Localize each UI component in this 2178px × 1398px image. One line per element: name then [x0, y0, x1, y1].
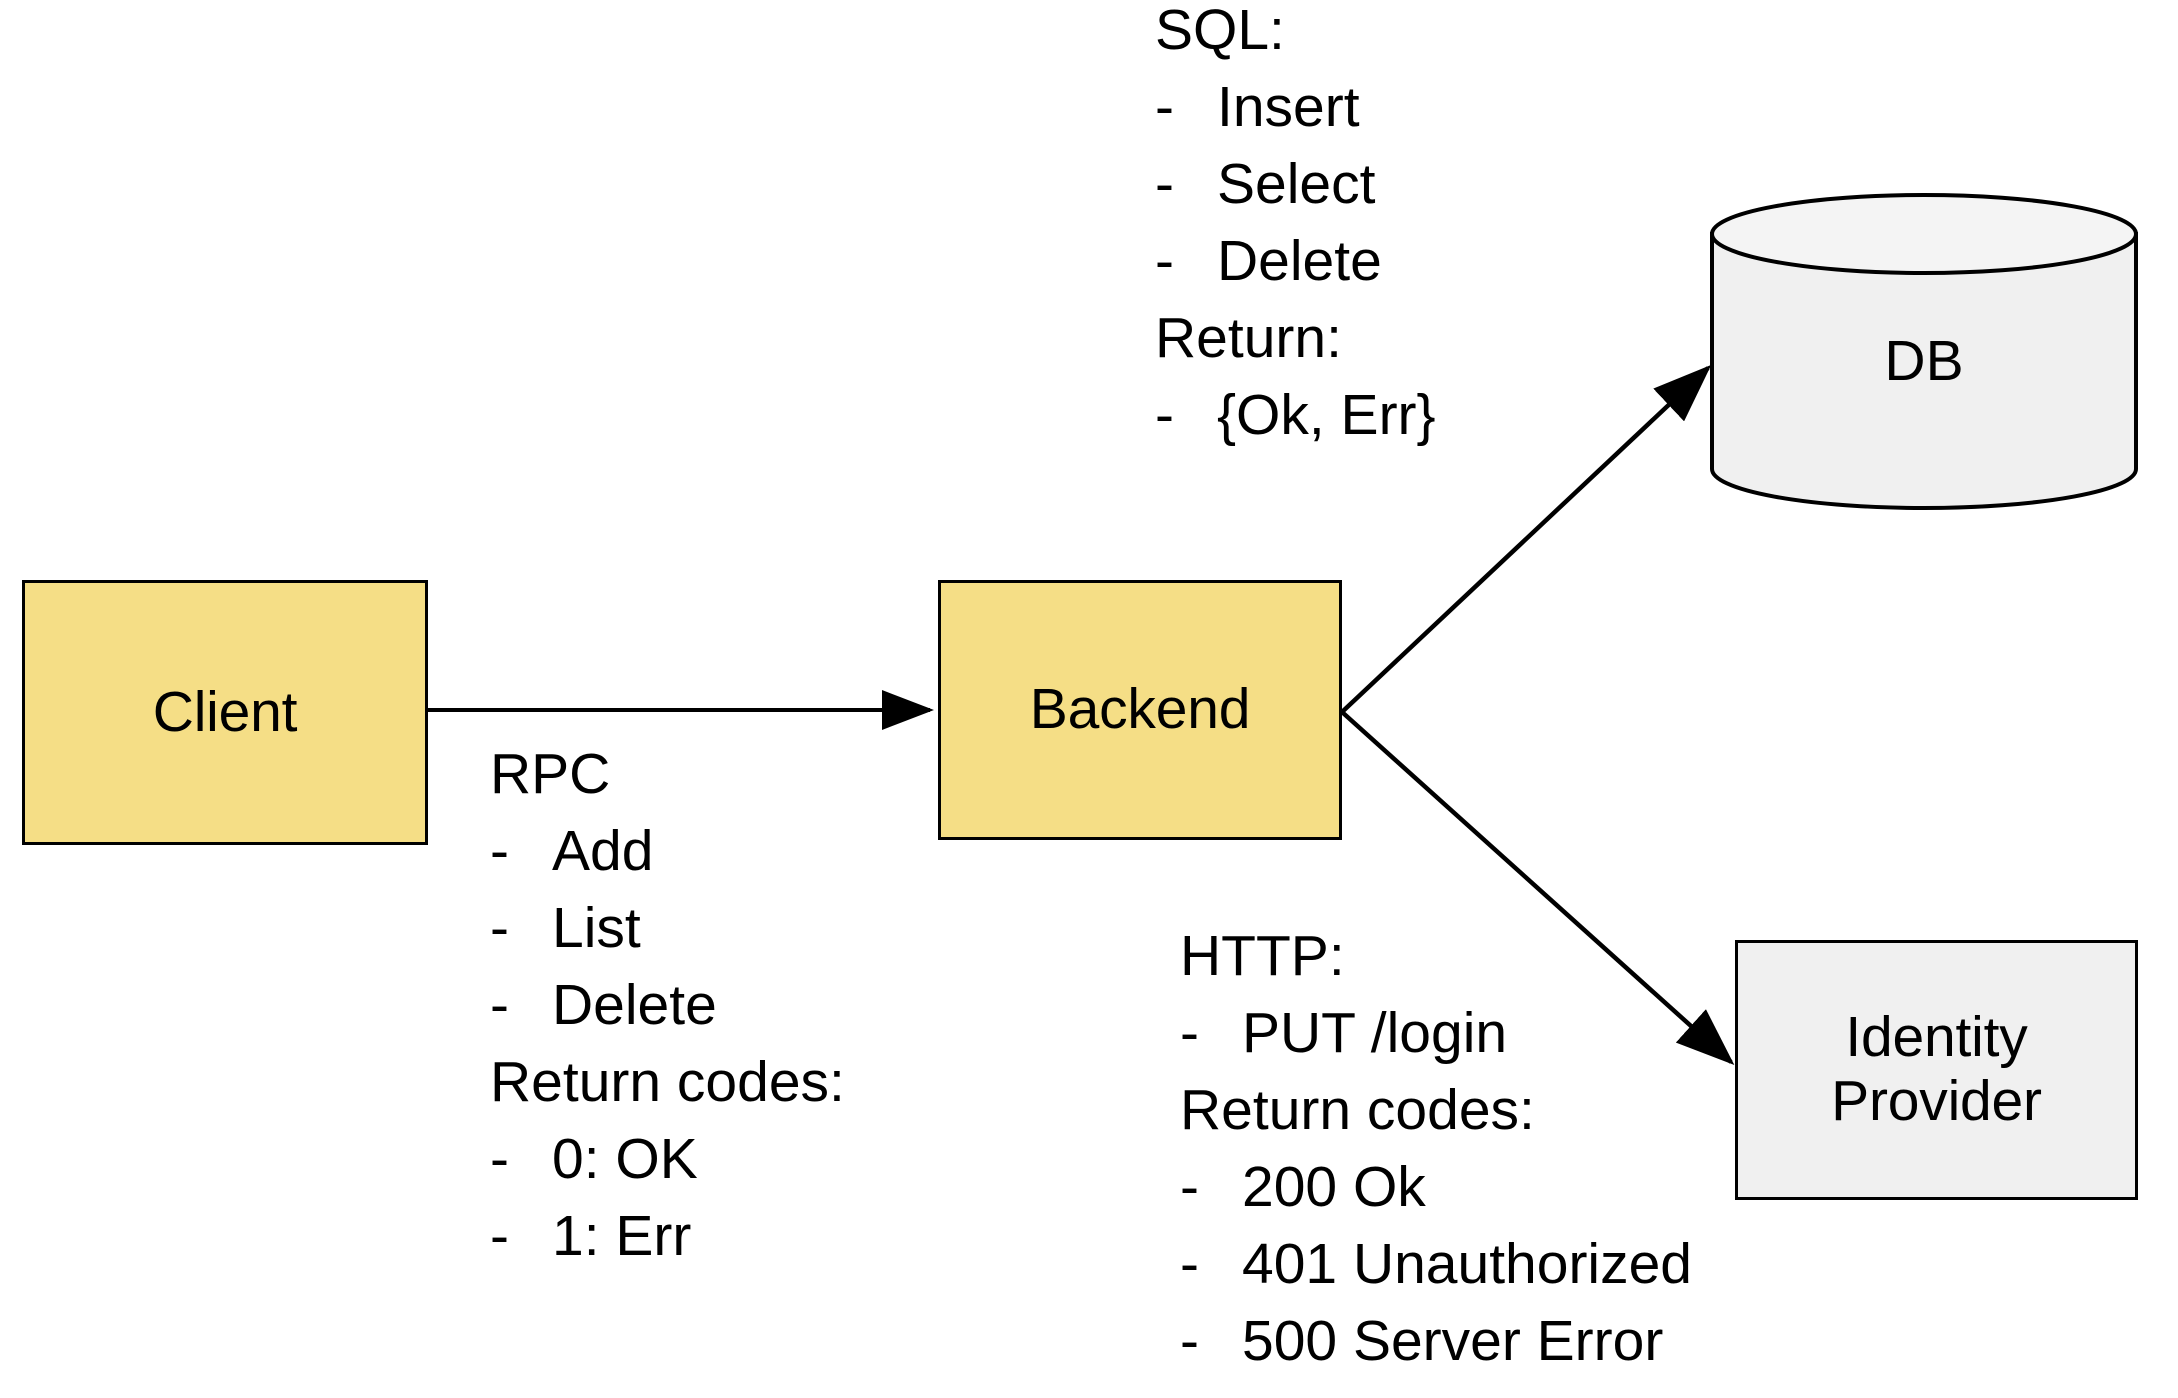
rpc-operation-item: - Add	[490, 813, 845, 890]
rpc-return-label: 1: Err	[552, 1204, 692, 1268]
annotation-sql: SQL: - Insert - Select - Delete Return: …	[1155, 0, 1436, 454]
sql-return-item: - {Ok, Err}	[1155, 377, 1436, 454]
bullet-icon: -	[1155, 152, 1174, 216]
rpc-protocol-heading: RPC	[490, 742, 611, 806]
bullet-icon: -	[490, 1127, 509, 1191]
annotation-http: HTTP: - PUT /login Return codes: - 200 O…	[1180, 918, 1692, 1380]
bullet-icon: -	[1180, 1309, 1199, 1373]
bullet-icon: -	[1155, 75, 1174, 139]
annotation-rpc: RPC - Add - List - Delete Return codes: …	[490, 736, 845, 1275]
http-return-item: - 401 Unauthorized	[1180, 1226, 1692, 1303]
sql-protocol-heading: SQL:	[1155, 0, 1285, 62]
http-return-label: 500 Server Error	[1242, 1309, 1664, 1373]
rpc-return-item: - 1: Err	[490, 1198, 845, 1275]
bullet-icon: -	[1155, 229, 1174, 293]
sql-operation-label: Insert	[1217, 75, 1360, 139]
http-operation-label: PUT /login	[1242, 1001, 1508, 1065]
http-return-label: 401 Unauthorized	[1242, 1232, 1692, 1296]
rpc-operation-label: List	[552, 896, 641, 960]
bullet-icon: -	[1180, 1001, 1199, 1065]
sql-return-heading: Return:	[1155, 306, 1342, 370]
http-return-heading: Return codes:	[1180, 1078, 1535, 1142]
http-return-item: - 500 Server Error	[1180, 1303, 1692, 1380]
rpc-operation-label: Delete	[552, 973, 717, 1037]
sql-return-label: {Ok, Err}	[1217, 383, 1436, 447]
sql-operation-item: - Select	[1155, 146, 1436, 223]
sql-operation-label: Delete	[1217, 229, 1382, 293]
bullet-icon: -	[1180, 1155, 1199, 1219]
rpc-return-label: 0: OK	[552, 1127, 698, 1191]
sql-operation-item: - Insert	[1155, 69, 1436, 146]
sql-operation-label: Select	[1217, 152, 1376, 216]
http-return-item: - 200 Ok	[1180, 1149, 1692, 1226]
http-protocol-heading: HTTP:	[1180, 924, 1345, 988]
bullet-icon: -	[490, 1204, 509, 1268]
node-identity-provider[interactable]: Identity Provider	[1735, 940, 2138, 1200]
node-identity-provider-label: Identity Provider	[1831, 1005, 2042, 1133]
node-backend[interactable]: Backend	[938, 580, 1342, 840]
node-client-label: Client	[152, 679, 298, 744]
bullet-icon: -	[1155, 383, 1174, 447]
rpc-return-heading: Return codes:	[490, 1050, 845, 1114]
rpc-operation-label: Add	[552, 819, 654, 883]
bullet-icon: -	[1180, 1232, 1199, 1296]
node-db-label: DB	[1884, 328, 1964, 393]
node-db[interactable]: DB	[1710, 193, 2138, 510]
bullet-icon: -	[490, 896, 509, 960]
http-operation-item: - PUT /login	[1180, 995, 1692, 1072]
rpc-return-item: - 0: OK	[490, 1121, 845, 1198]
http-return-label: 200 Ok	[1242, 1155, 1426, 1219]
node-backend-label: Backend	[1029, 677, 1251, 742]
bullet-icon: -	[490, 973, 509, 1037]
bullet-icon: -	[490, 819, 509, 883]
rpc-operation-item: - Delete	[490, 967, 845, 1044]
rpc-operation-item: - List	[490, 890, 845, 967]
sql-operation-item: - Delete	[1155, 223, 1436, 300]
cylinder-shape	[1710, 193, 2138, 510]
node-client[interactable]: Client	[22, 580, 428, 845]
